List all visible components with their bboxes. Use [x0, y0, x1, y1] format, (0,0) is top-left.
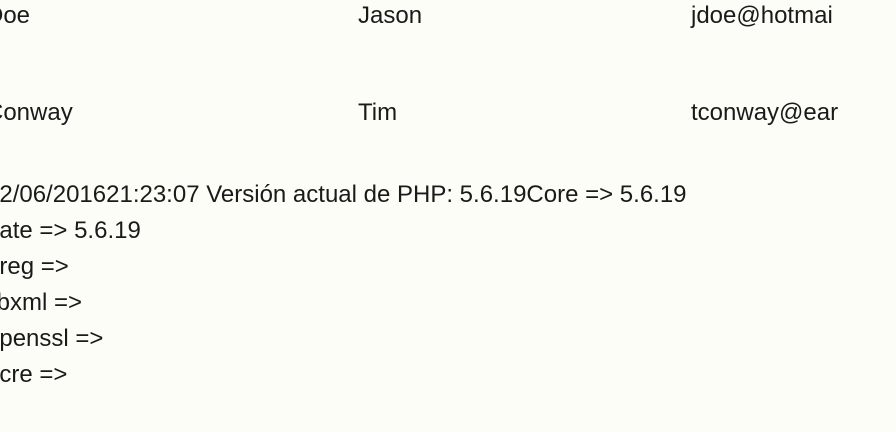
- output-line-date: date => 5.6.19: [0, 217, 141, 244]
- output-line-libxml: libxml =>: [0, 289, 83, 316]
- last-name-cell: Conway: [0, 99, 73, 126]
- table-row: Doe Jason jdoe@hotmai: [0, 0, 896, 40]
- output-line-openssl: openssl =>: [0, 325, 104, 352]
- email-cell: tconway@ear: [691, 99, 839, 126]
- output-line-pcre: pcre =>: [0, 361, 68, 388]
- first-name-cell: Jason: [358, 2, 423, 29]
- email-cell: jdoe@hotmai: [691, 2, 833, 29]
- first-name-cell: Tim: [358, 99, 398, 126]
- table-row: Conway Tim tconway@ear: [0, 97, 896, 137]
- last-name-cell: Doe: [0, 2, 31, 29]
- output-line-version: 12/06/201621:23:07 Versión actual de PHP…: [0, 181, 687, 208]
- output-line-ereg: ereg =>: [0, 253, 69, 280]
- php-info-output: 12/06/201621:23:07 Versión actual de PHP…: [0, 180, 896, 396]
